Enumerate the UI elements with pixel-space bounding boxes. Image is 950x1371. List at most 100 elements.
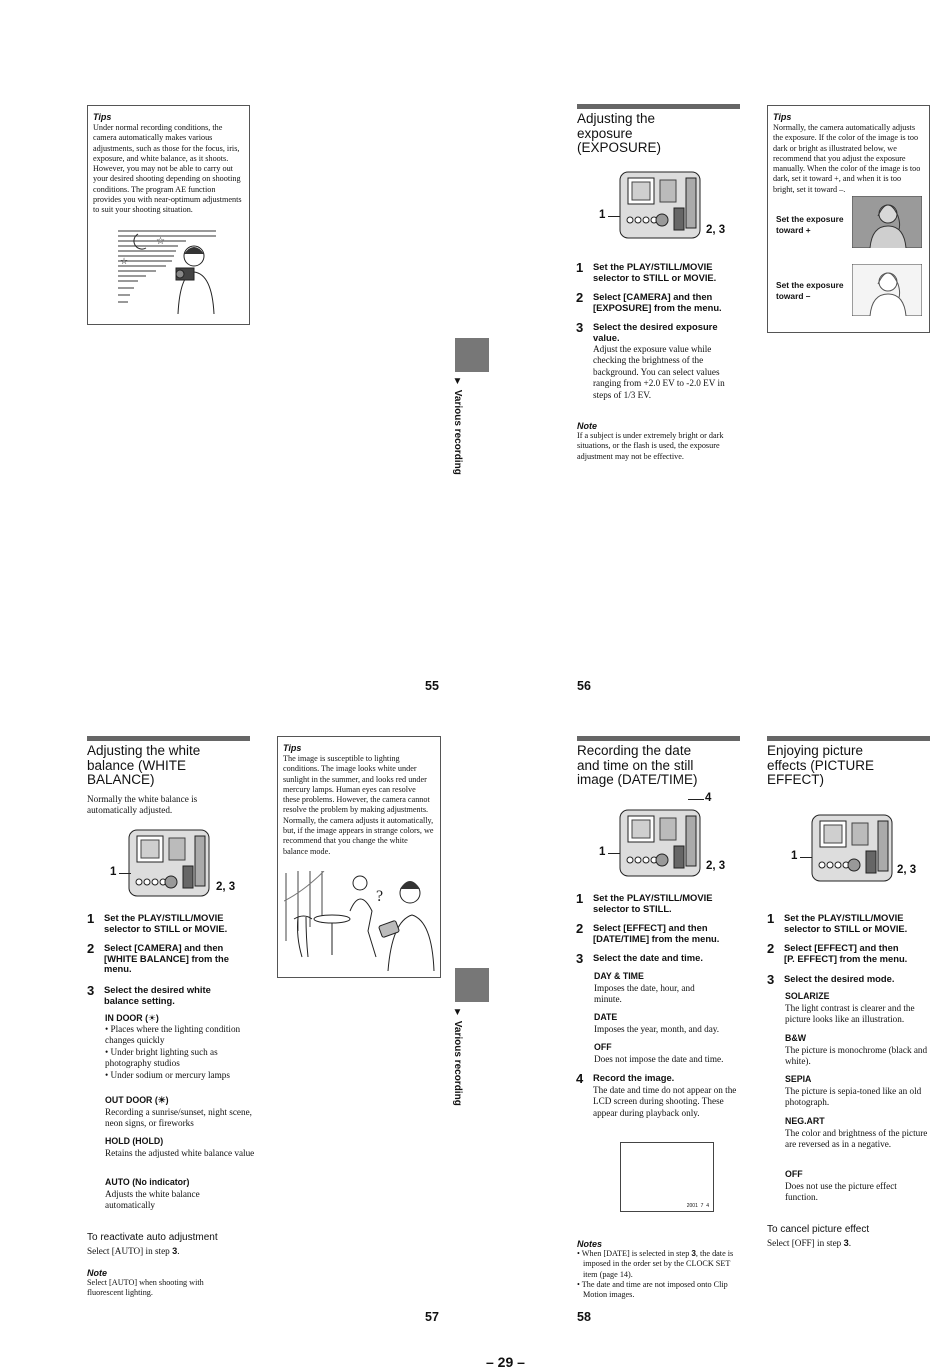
option-auto-desc: Adjusts the white balance automatically <box>105 1189 200 1211</box>
section-tab-top <box>455 338 489 372</box>
step-number: 3 <box>576 320 584 335</box>
notes-date-time: Notes • When [DATE] is selected in step … <box>577 1239 741 1300</box>
option-date-label: DATE <box>594 1012 618 1022</box>
list-item: • Under bright lighting such as photogra… <box>105 1046 218 1069</box>
list-item: • Under sodium or mercury lamps <box>105 1069 230 1080</box>
camera-illustration-date-time <box>619 809 701 877</box>
title-line: balance (WHITE <box>87 757 187 773</box>
page-number-55: 55 <box>425 679 439 693</box>
camera-illustration-white-balance <box>128 829 210 897</box>
note-heading: Note <box>87 1268 107 1278</box>
callout-leader <box>608 216 620 217</box>
step-2: 2 Select [EFFECT] and then[DATE/TIME] fr… <box>576 921 746 948</box>
step-2: 2 Select [EFFECT] and then[P. EFFECT] fr… <box>767 941 937 968</box>
reactivate-text: Select [AUTO] in step 3. <box>87 1246 180 1256</box>
step-number: 2 <box>87 941 95 956</box>
section-title-date-time: Recording the date and time on the still… <box>577 736 740 788</box>
option-hold-label: HOLD (HOLD) <box>105 1136 164 1146</box>
step-text: Select [CAMERA] and then[WHITE BALANCE] … <box>104 942 229 975</box>
option-solarize-desc: The light contrast is clearer and the pi… <box>785 1003 915 1025</box>
step-3: 3 Select the date and time. <box>576 951 746 967</box>
option-sepia-desc: The picture is sepia-toned like an old p… <box>785 1086 922 1108</box>
option-day-time-desc: Imposes the date, hour, and minute. <box>594 983 695 1005</box>
list-item: • Places where the lighting condition ch… <box>105 1024 241 1046</box>
step-number: 1 <box>576 891 584 906</box>
bulb-icon: ☀ <box>148 1013 156 1023</box>
callout-leader <box>688 799 704 800</box>
section-title-picture-effect: Enjoying picture effects (PICTURE EFFECT… <box>767 736 930 788</box>
section-title-white-balance: Adjusting the white balance (WHITE BALAN… <box>87 736 250 788</box>
title-line: image (DATE/TIME) <box>577 772 698 787</box>
option-bw-label: B&W <box>785 1033 807 1043</box>
step-text: Select [EFFECT] and then[P. EFFECT] from… <box>784 942 908 964</box>
callout-4: 4 <box>705 792 712 804</box>
step-number: 1 <box>576 260 584 275</box>
option-bw-desc: The picture is monochrome (black and whi… <box>785 1045 928 1067</box>
sun-icon: ☀ <box>157 1095 166 1105</box>
note-heading: Note <box>577 421 597 431</box>
option-negart-label: NEG.ART <box>785 1116 825 1126</box>
option-hold-desc: Retains the adjusted white balance value <box>105 1148 255 1158</box>
step-number: 2 <box>576 921 584 936</box>
list-item: • When [DATE] is selected in step 3, the… <box>577 1249 734 1279</box>
callout-leader <box>800 857 812 858</box>
page-number-58: 58 <box>577 1310 591 1324</box>
callout-2-3: 2, 3 <box>216 881 236 893</box>
page-number-56: 56 <box>577 679 591 693</box>
dark-portrait-image <box>852 196 922 248</box>
tips-body: The image is susceptible to lighting con… <box>283 754 434 856</box>
cafe-scene-illustration: ? <box>284 871 435 971</box>
bright-portrait-image <box>852 264 922 316</box>
note-exposure: Note If a subject is under extremely bri… <box>577 421 741 462</box>
title-line: Adjusting the white <box>87 743 201 758</box>
title-line: (EXPOSURE) <box>577 140 662 155</box>
callout-leader <box>608 853 620 854</box>
step-text: Select [CAMERA] and then[EXPOSURE] from … <box>593 291 722 313</box>
section-label-top: ▼ Various recording <box>452 376 463 475</box>
section-title-exposure: Adjusting the exposure (EXPOSURE) <box>577 104 740 156</box>
step-description: The date and time do not appear on the L… <box>593 1085 737 1118</box>
date-stamp-preview: 2001 7 4 <box>620 1142 714 1212</box>
reactivate-heading: To reactivate auto adjustment <box>87 1232 218 1243</box>
step-number: 3 <box>767 972 775 987</box>
tips-heading: Tips <box>773 112 792 122</box>
option-solarize-label: SOLARIZE <box>785 991 830 1001</box>
option-auto-label: AUTO (No indicator) <box>105 1177 190 1187</box>
cancel-text: Select [OFF] in step 3. <box>767 1238 851 1248</box>
step-number: 2 <box>576 290 584 305</box>
date-stamp-text: 2001 7 4 <box>686 1203 709 1209</box>
step-description: Adjust the exposure value while checking… <box>593 344 725 400</box>
option-off-desc: Does not impose the date and time. <box>594 1054 724 1064</box>
step-number: 1 <box>767 911 775 926</box>
tips-heading: Tips <box>283 743 302 753</box>
note-body: If a subject is under extremely bright o… <box>577 431 724 461</box>
svg-text:?: ? <box>376 888 383 905</box>
tips-box-p55: Tips Under normal recording conditions, … <box>87 105 250 325</box>
step-number: 4 <box>576 1071 584 1086</box>
tips-box-p57: Tips The image is susceptible to lightin… <box>277 736 441 978</box>
svg-text:☆: ☆ <box>156 236 165 247</box>
callout-1: 1 <box>791 850 798 862</box>
title-line: and time on the still <box>577 757 694 773</box>
option-outdoor-desc: Recording a sunrise/sunset, night scene,… <box>105 1107 252 1129</box>
option-off-desc: Does not use the picture effect function… <box>785 1181 897 1203</box>
step-4: 4 Record the image. The date and time do… <box>576 1071 746 1133</box>
callout-2-3: 2, 3 <box>706 860 726 872</box>
tips-body: Normally, the camera automatically adjus… <box>773 123 921 194</box>
title-line: Adjusting the <box>577 111 656 126</box>
camera-illustration-exposure <box>619 171 701 239</box>
option-outdoor-label: OUT DOOR (☀) <box>105 1095 169 1105</box>
title-line: Enjoying picture <box>767 743 864 758</box>
notes-heading: Notes <box>577 1239 603 1249</box>
